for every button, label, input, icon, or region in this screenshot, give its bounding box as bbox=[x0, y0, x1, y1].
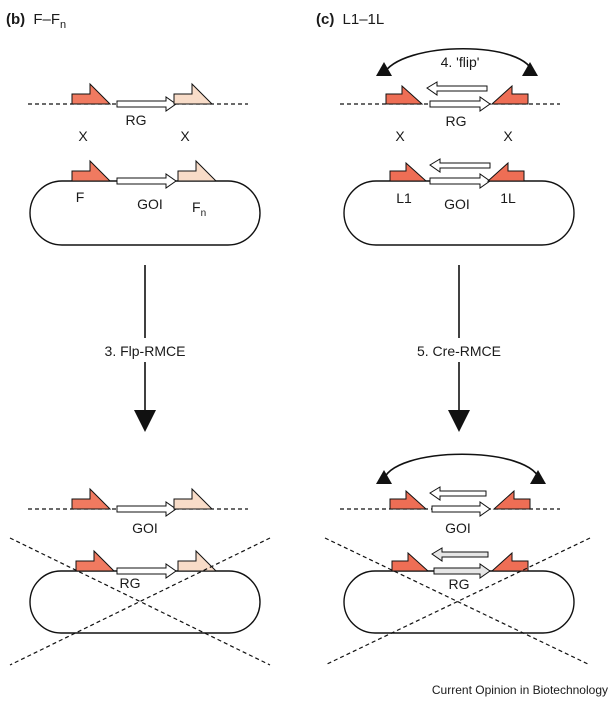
panel-b-cross-left: X bbox=[78, 128, 88, 144]
panel-c-genome-target bbox=[343, 158, 575, 246]
frt-site-Fn bbox=[173, 82, 214, 105]
panel-b-result-donor bbox=[28, 487, 248, 517]
open-arrow-rg bbox=[116, 96, 177, 112]
frt-site-F-genome bbox=[71, 159, 112, 182]
lox-site-L1 bbox=[385, 84, 424, 105]
panel-c: (c) L1–1L 4. 'flip' RG X X L1 GOI 1L bbox=[316, 11, 591, 666]
panel-c-flip-loop bbox=[382, 48, 534, 76]
panel-b: (b) F–Fn RG X X F GOI Fn 3. Flp-RMCE bbox=[6, 11, 271, 666]
panel-b-donor-vector bbox=[28, 82, 248, 112]
frt-site-F bbox=[71, 82, 112, 105]
open-arrow-forward bbox=[429, 96, 491, 112]
panel-b-site-fn-sub: n bbox=[201, 208, 207, 219]
frt-site-Fn-genome bbox=[177, 159, 218, 182]
panel-c-flip-label: 4. 'flip' bbox=[441, 54, 480, 70]
panel-b-site-fn-label: F bbox=[192, 199, 201, 215]
panel-b-genome-target bbox=[29, 159, 261, 246]
open-arrow-reverse bbox=[426, 81, 488, 96]
svg-text:(b) F–Fn: (b) F–Fn bbox=[6, 11, 66, 31]
open-arrow-goi bbox=[116, 173, 177, 189]
panel-c-flip-arrow-right bbox=[522, 62, 538, 76]
panel-c-step-label: 5. Cre-RMCE bbox=[417, 343, 501, 359]
panel-b-rg-label: RG bbox=[126, 112, 147, 128]
panel-c-cross-left: X bbox=[395, 128, 405, 144]
panel-c-site-1l-label: 1L bbox=[500, 190, 516, 206]
svg-text:(c) L1–1L: (c) L1–1L bbox=[316, 11, 384, 28]
panel-b-result-goi: GOI bbox=[132, 520, 158, 536]
lox-site-L1-genome bbox=[389, 161, 428, 182]
panel-c-donor-vector bbox=[340, 81, 560, 112]
panel-c-result-goi: GOI bbox=[445, 520, 471, 536]
svg-text:Fn: Fn bbox=[192, 199, 206, 219]
panel-b-result-genome bbox=[29, 549, 261, 634]
footer-credit: Current Opinion in Biotechnology bbox=[432, 683, 608, 697]
panel-b-cross-right: X bbox=[180, 128, 190, 144]
lox-site-1L bbox=[490, 84, 529, 105]
panel-b-title: F–F bbox=[33, 11, 60, 28]
panel-c-cross-right: X bbox=[503, 128, 513, 144]
panel-c-result-loop bbox=[382, 453, 541, 483]
panel-c-result-donor bbox=[340, 486, 560, 517]
panel-b-result-rg: RG bbox=[120, 575, 141, 591]
panel-b-down-arrowhead bbox=[134, 410, 156, 432]
panel-b-goi-label: GOI bbox=[137, 196, 163, 212]
panel-c-down-arrowhead bbox=[448, 410, 470, 432]
panel-b-letter: (b) bbox=[6, 11, 25, 28]
panel-b-site-f-label: F bbox=[76, 189, 85, 205]
panel-c-goi-label: GOI bbox=[444, 196, 470, 212]
panel-b-title-sub: n bbox=[60, 19, 66, 31]
panel-c-flip-arrow-left bbox=[376, 62, 392, 76]
panel-c-letter: (c) bbox=[316, 11, 334, 28]
panel-c-result-rg: RG bbox=[449, 576, 470, 592]
panel-b-step-label: 3. Flp-RMCE bbox=[105, 343, 186, 359]
lox-site-1L-genome bbox=[486, 161, 525, 182]
panel-c-title: L1–1L bbox=[343, 11, 385, 28]
panel-b-cross-out bbox=[9, 537, 271, 666]
panel-c-rg-label: RG bbox=[446, 113, 467, 129]
panel-c-site-l1-label: L1 bbox=[396, 190, 412, 206]
